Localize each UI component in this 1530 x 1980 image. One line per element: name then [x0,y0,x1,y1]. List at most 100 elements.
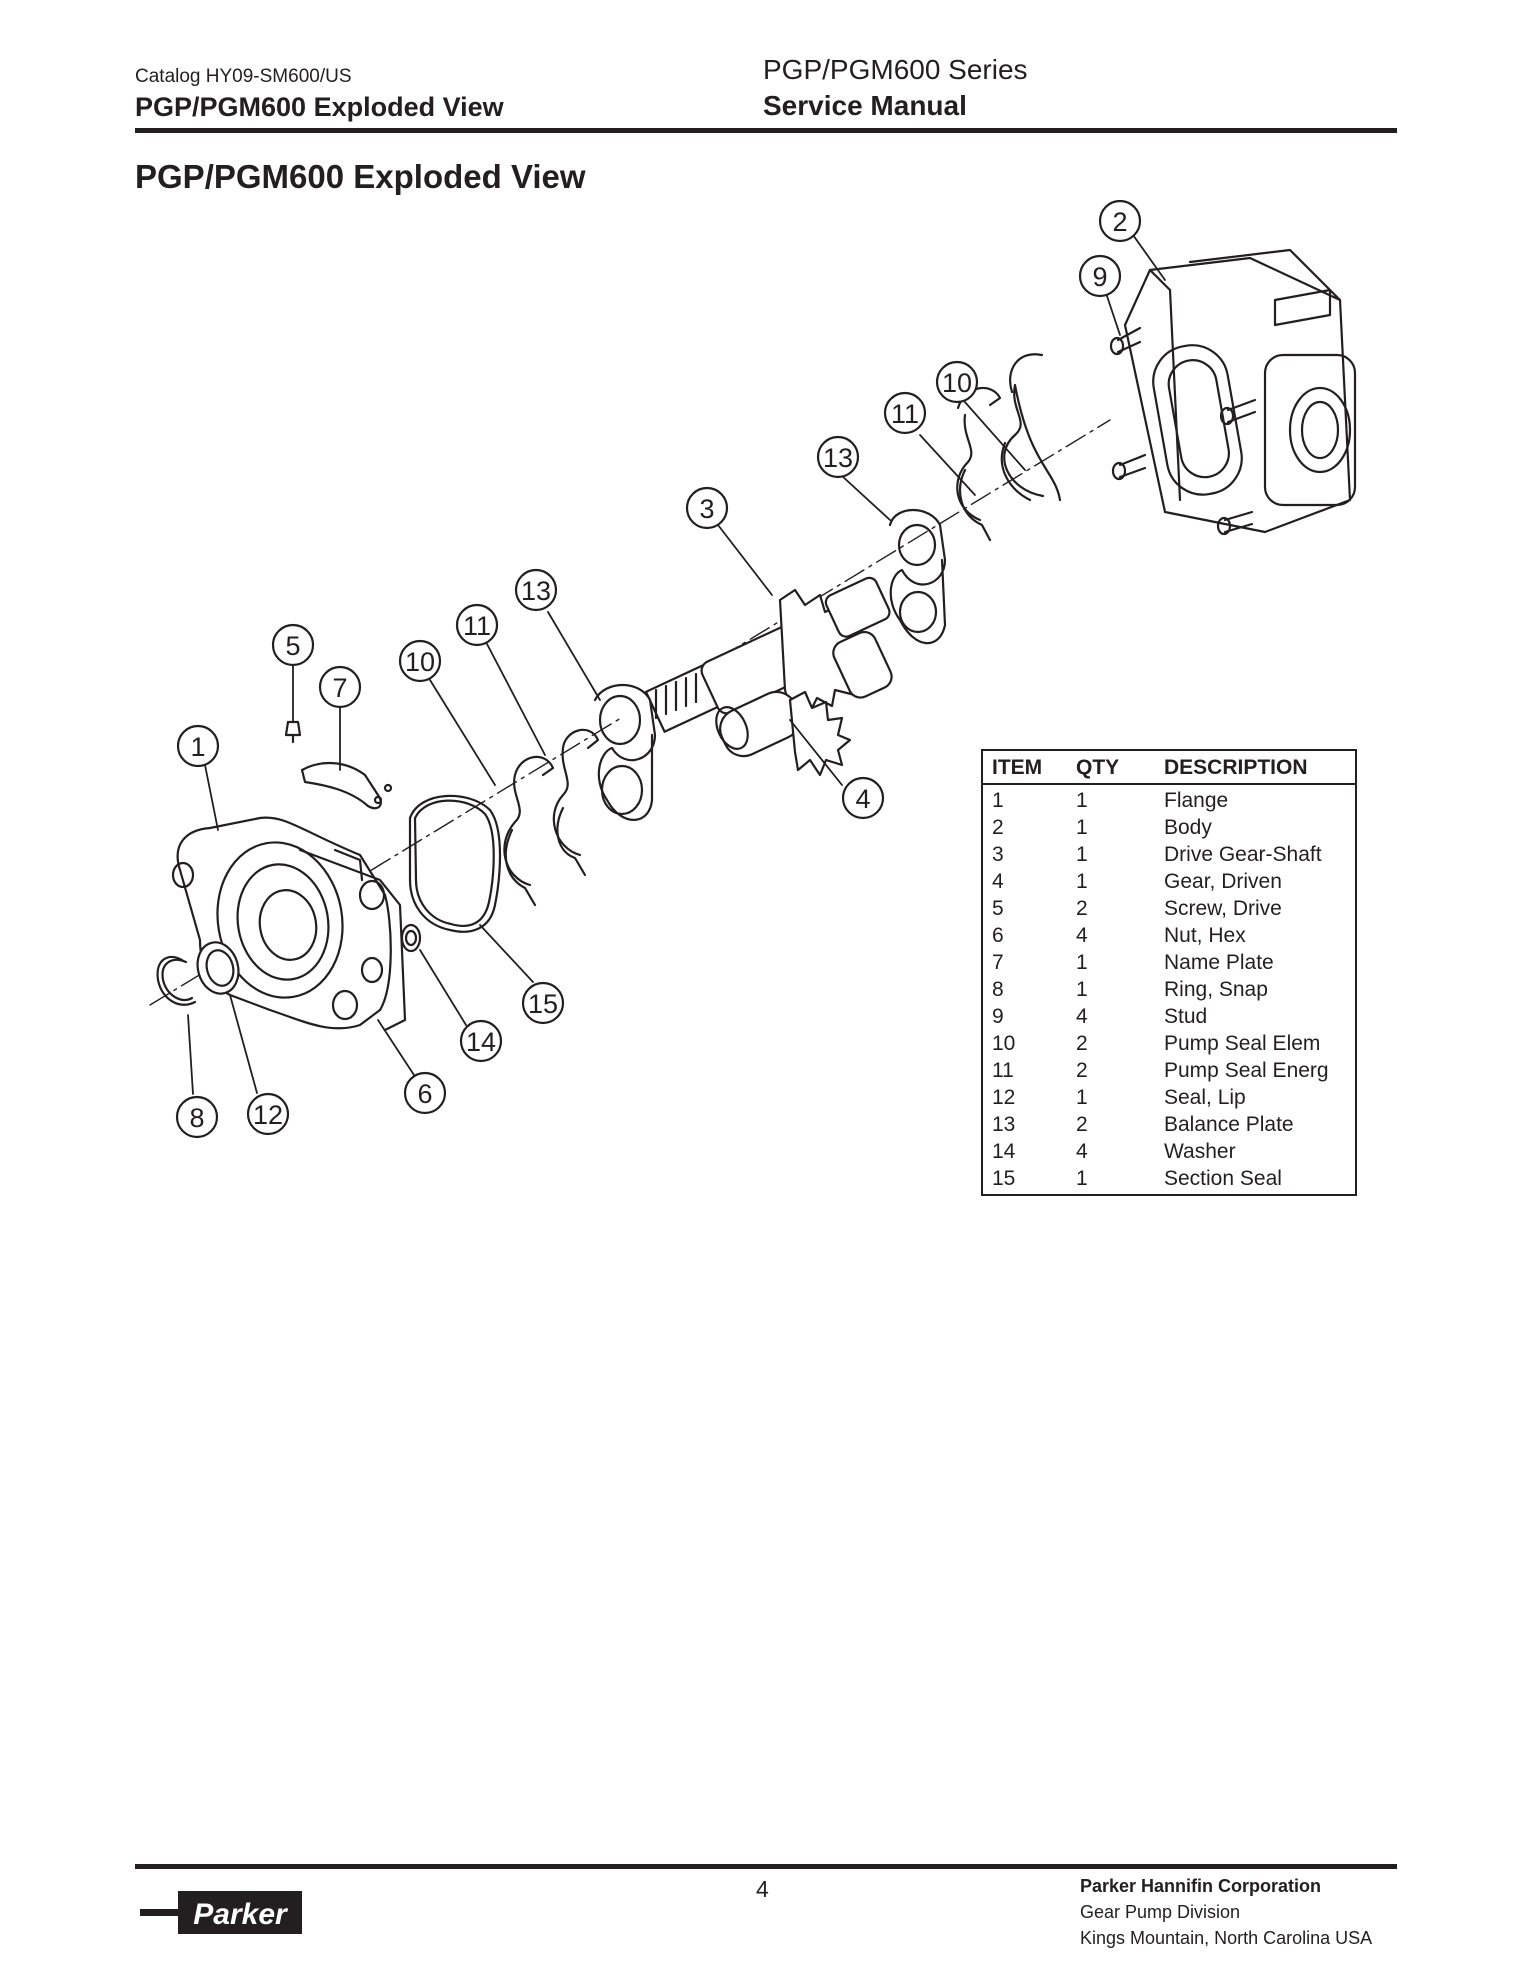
svg-text:13: 13 [521,576,551,606]
description-cell: Balance Plate [1164,1113,1294,1136]
qty-cell: 1 [1076,870,1088,893]
callout-13: 13 [514,568,558,612]
item-cell: 12 [992,1086,1016,1109]
stud [1216,510,1254,536]
column-header-item: ITEM [992,756,1043,779]
qty-cell: 1 [1076,951,1088,974]
item-cell: 3 [992,843,1004,866]
column-header-qty: QTY [1076,756,1120,779]
qty-cell: 2 [1076,897,1088,920]
header-series: PGP/PGM600 Series [763,54,1028,85]
svg-text:12: 12 [253,1100,283,1130]
qty-cell: 1 [1076,1167,1088,1190]
svg-text:11: 11 [891,399,919,429]
table-row: 9 4 Stud [983,1003,1355,1030]
catalog-number: Catalog HY09-SM600/US [135,66,352,87]
callout-5: 5 [271,623,315,667]
callout-6: 6 [403,1071,447,1115]
item-cell: 9 [992,1005,1004,1028]
callout-10: 10 [935,360,979,404]
svg-text:Parker: Parker [193,1898,289,1931]
pump-seal-lower [503,728,600,907]
qty-cell: 2 [1076,1113,1088,1136]
svg-text:6: 6 [417,1079,432,1109]
description-cell: Section Seal [1164,1167,1282,1190]
balance-plate-upper [888,509,947,645]
item-cell: 11 [992,1059,1014,1082]
callout-9: 9 [1078,254,1122,298]
svg-text:7: 7 [332,673,347,703]
description-cell: Seal, Lip [1164,1086,1246,1109]
washer [400,923,422,953]
pump-seal-upper [956,353,1062,542]
description-cell: Drive Gear-Shaft [1164,843,1322,866]
description-cell: Nut, Hex [1164,924,1246,947]
item-cell: 6 [992,924,1004,947]
division-name: Gear Pump Division [1080,1902,1241,1922]
callout-13: 13 [816,435,860,479]
svg-text:15: 15 [528,989,558,1019]
callout-3: 3 [685,486,729,530]
section-seal [408,794,502,933]
item-cell: 2 [992,816,1004,839]
description-cell: Screw, Drive [1164,897,1282,920]
svg-text:10: 10 [405,647,435,677]
svg-text:8: 8 [189,1103,204,1133]
drive-screw [284,720,302,744]
driven-gear [715,630,893,777]
qty-cell: 1 [1076,1086,1088,1109]
callout-leaders [187,234,1166,1095]
svg-text:5: 5 [285,631,300,661]
qty-cell: 4 [1076,1005,1088,1028]
svg-text:14: 14 [466,1027,496,1057]
description-cell: Stud [1164,1005,1208,1028]
item-cell: 4 [992,870,1004,893]
svg-text:3: 3 [699,494,714,524]
lip-seal [196,941,240,995]
qty-cell: 2 [1076,1059,1088,1082]
svg-text:1: 1 [190,732,205,762]
pump-body [1109,248,1357,536]
description-cell: Flange [1164,789,1229,812]
item-cell: 13 [992,1113,1016,1136]
column-header-description: DESCRIPTION [1164,756,1308,779]
flange [171,816,407,1032]
page-number: 4 [756,1876,769,1902]
description-cell: Washer [1164,1140,1236,1163]
callout-11: 11 [883,391,927,435]
callout-10: 10 [398,639,442,683]
table-row: 12 1 Seal, Lip [983,1084,1355,1111]
stud [1109,326,1142,356]
snap-ring [156,955,197,1006]
callout-2: 2 [1098,200,1142,243]
header-manual-title: Service Manual [763,90,967,121]
description-cell: Name Plate [1164,951,1274,974]
svg-text:10: 10 [942,368,972,398]
parker-logo: Parker [140,1885,305,1940]
item-cell: 15 [992,1167,1016,1190]
header-section-title: PGP/PGM600 Exploded View [135,92,504,122]
callout-14: 14 [459,1019,503,1063]
company-name: Parker Hannifin Corporation [1080,1876,1322,1896]
description-cell: Pump Seal Energ [1164,1059,1329,1082]
qty-cell: 2 [1076,1032,1088,1055]
callout-12: 12 [246,1092,290,1136]
qty-cell: 1 [1076,816,1088,839]
svg-text:9: 9 [1092,262,1107,292]
exploded-view-drawing: 2 9 10 11 13 3 13 11 [130,200,1390,1160]
svg-text:11: 11 [463,611,491,641]
table-row: 15 1 Section Seal [983,1165,1355,1192]
table-row: 11 2 Pump Seal Energ [983,1057,1355,1084]
callout-7: 7 [318,665,362,709]
table-row: 13 2 Balance Plate [983,1111,1355,1138]
